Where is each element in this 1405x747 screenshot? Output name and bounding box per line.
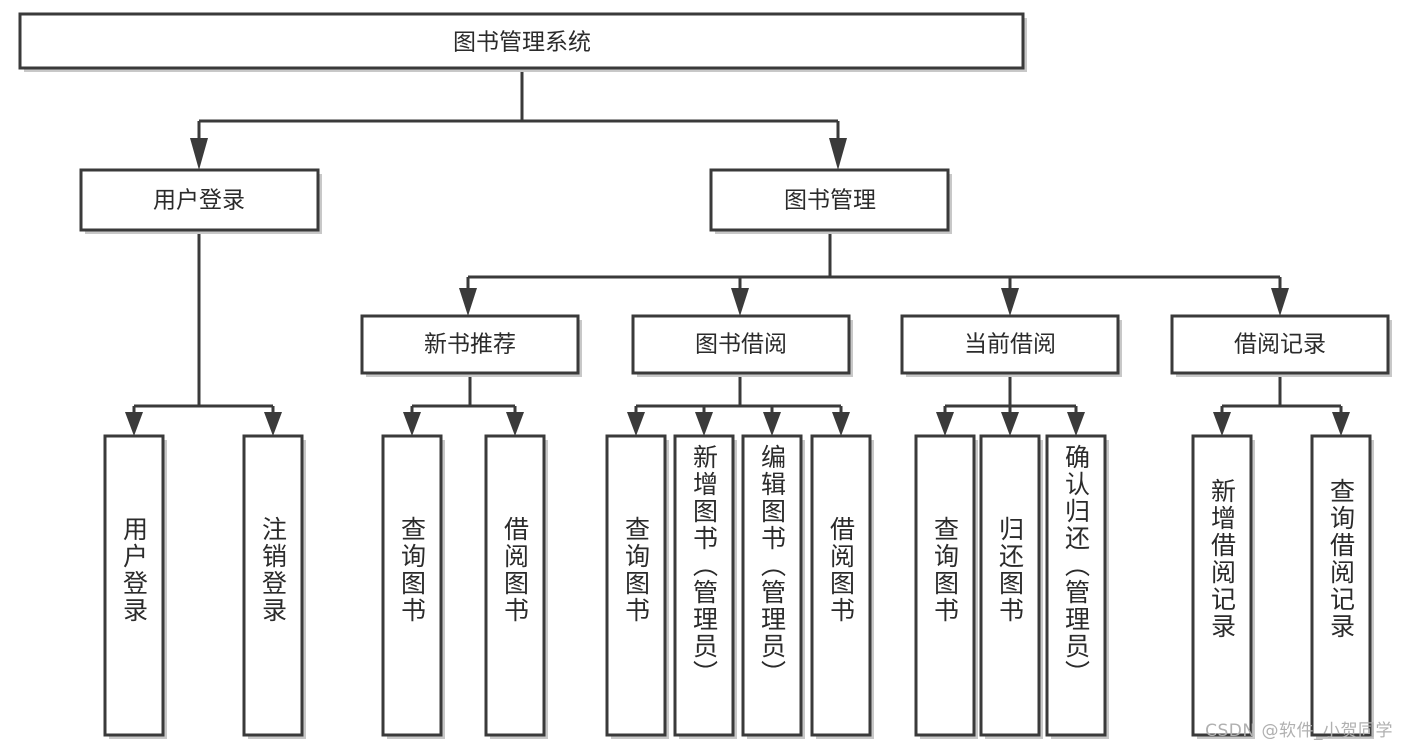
leaf-box-borrow-record-1[interactable] <box>1310 434 1372 737</box>
node-label-new-book-recommend: 新书推荐 <box>424 332 516 358</box>
node-book-borrow[interactable]: 图书借阅 <box>631 314 853 377</box>
node-current-borrow[interactable]: 当前借阅 <box>900 314 1122 377</box>
connector-group-bookborrow-to-leaves <box>627 375 850 436</box>
leaf-box-group-book-borrow <box>605 434 874 739</box>
leaf-box-book-borrow-2[interactable] <box>741 434 803 737</box>
node-label-book-borrow: 图书借阅 <box>695 332 787 358</box>
leaf-box-group-borrow-record <box>1191 434 1374 739</box>
leaf-box-group-user-login <box>103 434 306 739</box>
leaf-box-current-borrow-0[interactable] <box>914 434 976 737</box>
leaf-box-current-borrow-1[interactable] <box>979 434 1041 737</box>
connector-group-newbook-to-leaves <box>403 375 524 436</box>
leaf-box-user-login-1[interactable] <box>242 434 304 737</box>
node-label-user-login: 用户登录 <box>153 188 245 214</box>
leaf-box-book-borrow-0[interactable] <box>605 434 667 737</box>
node-root-book-management-system[interactable]: 图书管理系统 <box>18 12 1027 72</box>
node-user-login[interactable]: 用户登录 <box>79 168 322 234</box>
leaf-box-group-current-borrow <box>914 434 1109 739</box>
connector-group-userlogin-to-leaves <box>125 232 282 436</box>
node-book-management[interactable]: 图书管理 <box>709 168 952 234</box>
leaf-box-current-borrow-2[interactable] <box>1045 434 1107 737</box>
node-new-book-recommend[interactable]: 新书推荐 <box>360 314 582 377</box>
connector-group-currentborrow-to-leaves <box>936 375 1085 436</box>
connector-group-borrowrecord-to-leaves <box>1213 375 1350 436</box>
leaf-box-group-new-book-recommend <box>381 434 548 739</box>
leaf-box-borrow-record-0[interactable] <box>1191 434 1253 737</box>
node-label-current-borrow: 当前借阅 <box>964 332 1056 358</box>
node-label-root: 图书管理系统 <box>453 30 591 56</box>
node-label-book-management: 图书管理 <box>784 188 876 214</box>
node-borrow-record[interactable]: 借阅记录 <box>1170 314 1392 377</box>
leaf-box-book-borrow-1[interactable] <box>673 434 735 737</box>
connector-group-root-to-level2 <box>190 68 847 170</box>
leaf-box-book-borrow-3[interactable] <box>810 434 872 737</box>
node-label-borrow-record: 借阅记录 <box>1234 332 1326 358</box>
leaf-box-new-book-1[interactable] <box>484 434 546 737</box>
leaf-box-new-book-0[interactable] <box>381 434 443 737</box>
leaf-box-user-login-0[interactable] <box>103 434 165 737</box>
connector-group-booksystem-to-level3 <box>459 232 1289 316</box>
csdn-watermark: CSDN @软件_小贺同学 <box>1205 721 1393 741</box>
